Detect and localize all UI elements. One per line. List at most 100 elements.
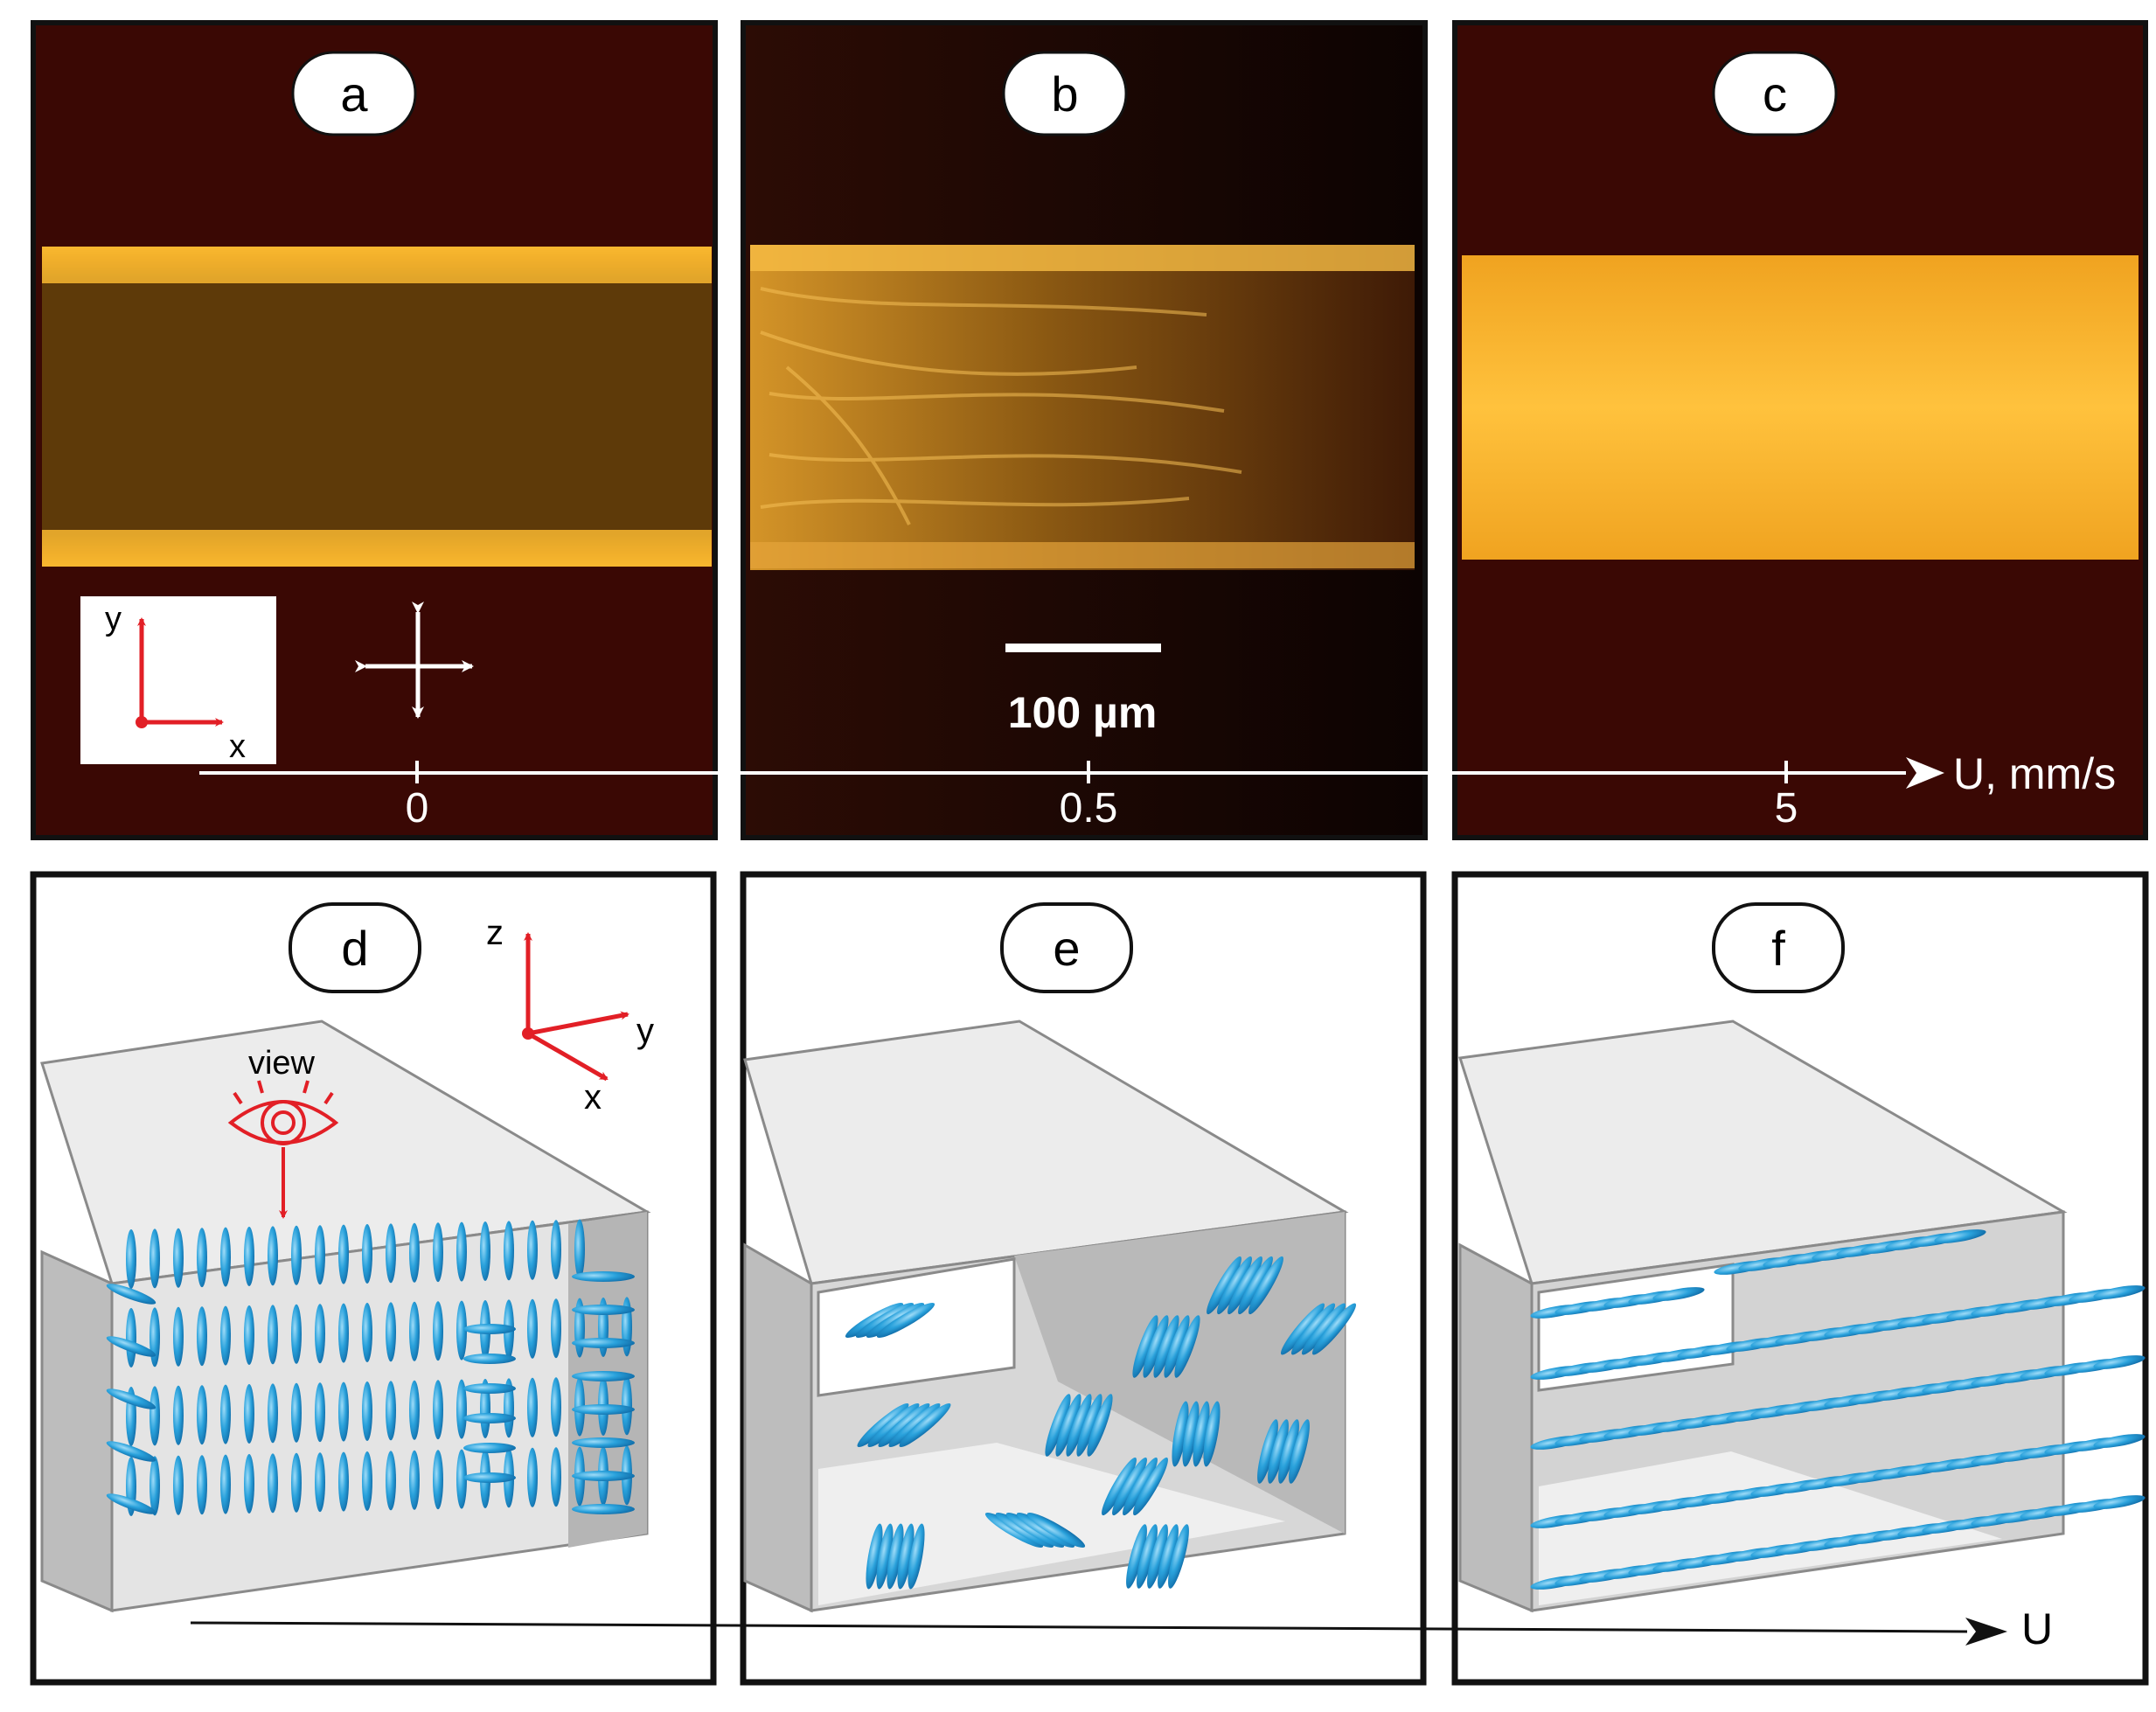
director-ellipse	[386, 1451, 396, 1511]
svg-text:a: a	[340, 66, 368, 122]
director-ellipse	[908, 1523, 925, 1590]
director-ellipse	[1055, 1394, 1081, 1457]
director-ellipse	[463, 1354, 516, 1364]
director-ellipse	[1066, 1394, 1092, 1457]
director-ellipse	[1087, 1394, 1113, 1457]
director-field-d	[106, 1219, 635, 1516]
director-ellipse	[551, 1220, 561, 1280]
micrograph-panel-c	[1452, 20, 2148, 840]
svg-text:y: y	[105, 601, 122, 637]
director-ellipse	[1301, 1303, 1346, 1355]
director-ellipse	[268, 1453, 278, 1514]
director-ellipse	[1182, 1401, 1200, 1467]
view-label: view	[248, 1045, 316, 1082]
director-ellipse	[338, 1303, 349, 1363]
director-ellipse	[173, 1455, 184, 1515]
director-ellipse	[1280, 1303, 1325, 1355]
micrograph-panel-b	[741, 20, 1428, 840]
svg-text:U: U	[2021, 1604, 2053, 1653]
director-ellipse	[1934, 1229, 1986, 1243]
director-ellipse	[1158, 1524, 1179, 1589]
director-ellipse	[899, 1402, 951, 1448]
xy-axes-inset: y x	[80, 596, 276, 765]
director-ellipse	[1311, 1303, 1357, 1355]
director-ellipse	[456, 1221, 467, 1282]
director-ellipse	[197, 1306, 207, 1367]
director-ellipse	[1248, 1256, 1283, 1315]
director-ellipse	[220, 1384, 231, 1444]
director-ellipse	[268, 1383, 278, 1444]
tick-label-0: 0	[406, 785, 429, 832]
director-ellipse	[527, 1447, 538, 1507]
label-badge-b: b	[1002, 51, 1128, 136]
director-ellipse	[244, 1454, 254, 1514]
director-ellipse	[409, 1450, 420, 1510]
director-ellipse	[244, 1384, 254, 1444]
label-badge-d: d	[289, 902, 421, 993]
director-ellipse	[527, 1377, 538, 1437]
director-ellipse	[480, 1221, 490, 1281]
director-ellipse	[480, 1379, 490, 1438]
director-ellipse	[315, 1452, 325, 1513]
director-ellipse	[1045, 1394, 1071, 1457]
director-ellipse	[504, 1378, 514, 1438]
director-ellipse	[197, 1228, 207, 1288]
director-ellipse	[362, 1303, 372, 1362]
director-ellipse	[527, 1298, 538, 1359]
director-ellipse	[1278, 1419, 1299, 1484]
svg-text:b: b	[1051, 66, 1078, 122]
tick-label-5: 5	[1775, 785, 1798, 832]
director-ellipse	[150, 1456, 160, 1516]
director-ellipse	[173, 1385, 184, 1445]
director-ellipse	[409, 1380, 420, 1440]
director-ellipse	[572, 1471, 635, 1481]
svg-text:x: x	[229, 728, 246, 765]
director-ellipse	[433, 1222, 443, 1283]
director-ellipse	[1112, 1457, 1147, 1516]
director-field-e	[845, 1256, 1357, 1590]
director-ellipse	[106, 1441, 156, 1462]
director-ellipse	[362, 1451, 372, 1511]
director-ellipse	[220, 1227, 231, 1287]
director-ellipse	[887, 1523, 904, 1590]
svg-text:f: f	[1771, 921, 1785, 976]
director-ellipse	[1207, 1256, 1241, 1315]
svg-text:e: e	[1053, 921, 1080, 976]
director-ellipse	[126, 1229, 136, 1289]
director-ellipse	[386, 1223, 396, 1284]
director-ellipse	[572, 1271, 635, 1282]
svg-text:y: y	[636, 1012, 654, 1050]
director-ellipse	[1123, 1457, 1158, 1516]
director-ellipse	[1652, 1287, 1705, 1301]
director-ellipse	[2093, 1355, 2146, 1369]
director-ellipse	[433, 1450, 443, 1510]
director-ellipse	[572, 1404, 635, 1415]
director-ellipse	[197, 1385, 207, 1445]
director-ellipse	[463, 1472, 516, 1483]
director-ellipse	[463, 1443, 516, 1453]
director-ellipse	[574, 1219, 585, 1279]
director-ellipse	[1257, 1419, 1278, 1484]
director-ellipse	[527, 1220, 538, 1280]
director-ellipse	[244, 1227, 254, 1286]
director-ellipse	[315, 1382, 325, 1443]
director-ellipse	[551, 1447, 561, 1507]
director-ellipse	[173, 1228, 184, 1288]
director-ellipse	[338, 1451, 349, 1512]
director-ellipse	[315, 1225, 325, 1285]
director-field-f	[1530, 1229, 2146, 1590]
director-ellipse	[338, 1381, 349, 1442]
director-ellipse	[2093, 1434, 2146, 1448]
director-ellipse	[857, 1402, 909, 1448]
director-ellipse	[456, 1300, 467, 1361]
xyz-axes-inset: z y x	[486, 914, 654, 1117]
svg-text:z: z	[486, 914, 504, 952]
label-badge-f: f	[1712, 902, 1845, 993]
director-ellipse	[1143, 1315, 1169, 1378]
director-ellipse	[291, 1225, 302, 1285]
director-ellipse	[338, 1224, 349, 1284]
director-ellipse	[1153, 1315, 1179, 1378]
director-ellipse	[106, 1284, 156, 1305]
director-ellipse	[1126, 1524, 1147, 1589]
director-ellipse	[1133, 1457, 1168, 1516]
